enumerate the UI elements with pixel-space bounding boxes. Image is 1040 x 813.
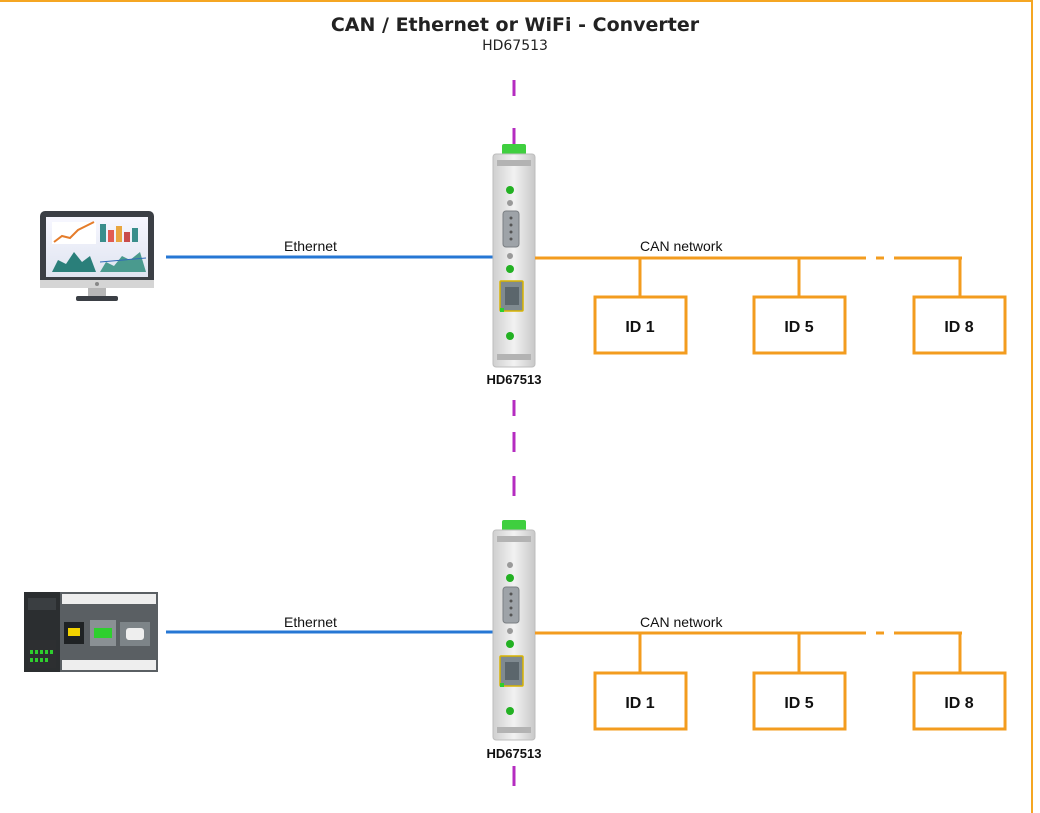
pc-monitor-icon bbox=[40, 211, 154, 301]
can-network-label: CAN network bbox=[640, 238, 723, 254]
converter-label: HD67513 bbox=[487, 746, 542, 761]
can-node: ID 8 bbox=[912, 671, 1007, 731]
ethernet-label: Ethernet bbox=[284, 238, 337, 254]
can-node: ID 5 bbox=[752, 671, 847, 731]
row-2: Ethernet HD67513 bbox=[24, 520, 1007, 761]
can-node: ID 1 bbox=[593, 295, 688, 355]
converter-device bbox=[492, 520, 536, 741]
converter-device bbox=[492, 144, 536, 368]
can-node-label: ID 1 bbox=[625, 319, 654, 336]
can-node-label: ID 5 bbox=[784, 319, 813, 336]
can-network bbox=[535, 256, 962, 297]
can-node-label: ID 8 bbox=[944, 695, 973, 712]
row-1: Ethernet HD67513 bbox=[40, 144, 1007, 387]
can-node-label: ID 8 bbox=[944, 319, 973, 336]
can-network bbox=[535, 631, 962, 673]
ethernet-label: Ethernet bbox=[284, 614, 337, 630]
diagram-title: CAN / Ethernet or WiFi - Converter bbox=[330, 14, 700, 36]
can-node: ID 8 bbox=[912, 295, 1007, 355]
converter-label: HD67513 bbox=[487, 372, 542, 387]
can-node: ID 5 bbox=[752, 295, 847, 355]
can-network-label: CAN network bbox=[640, 614, 723, 630]
can-node: ID 1 bbox=[593, 671, 688, 731]
can-node-label: ID 5 bbox=[784, 695, 813, 712]
can-node-label: ID 1 bbox=[625, 695, 654, 712]
plc-controller-icon bbox=[24, 592, 158, 672]
diagram-subtitle: HD67513 bbox=[482, 38, 548, 54]
